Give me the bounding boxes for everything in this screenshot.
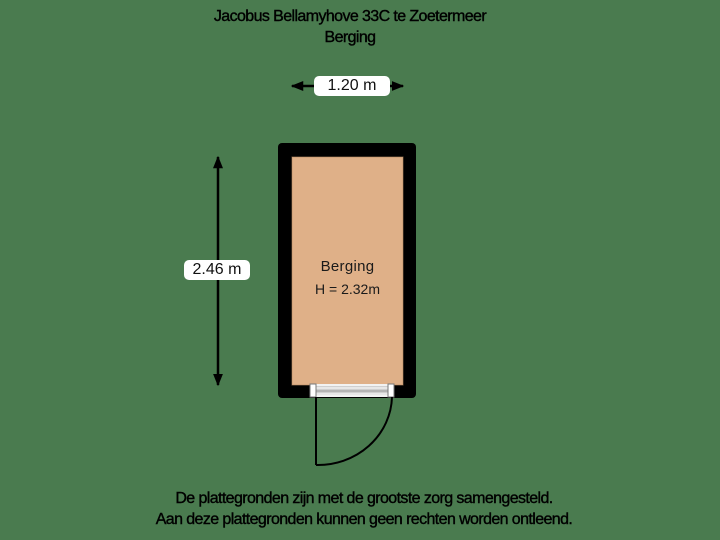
room-name: Berging <box>320 258 375 275</box>
width-dimension-label: 1.20 m <box>314 76 390 96</box>
room-ceiling-height: H = 2.32m <box>315 281 380 297</box>
floor-title: Berging <box>324 29 376 46</box>
address-title: Jacobus Bellamyhove 33C te Zoetermeer <box>213 8 487 25</box>
door-frame <box>309 383 395 398</box>
plan-title: Jacobus Bellamyhove 33C te Zoetermeer Be… <box>0 6 700 48</box>
disclaimer-line-2: Aan deze plattegronden kunnen geen recht… <box>155 511 574 528</box>
door-swing <box>315 396 393 467</box>
height-dimension-label: 2.46 m <box>184 260 250 280</box>
disclaimer: De plattegronden zijn met de grootste zo… <box>0 488 720 530</box>
room-floor <box>292 157 403 385</box>
disclaimer-line-1: De plattegronden zijn met de grootste zo… <box>175 490 553 507</box>
